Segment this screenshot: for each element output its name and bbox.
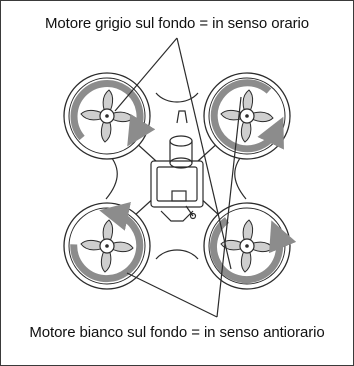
leader-lines	[114, 37, 242, 318]
rotation-arrow-counterclockwise	[210, 217, 297, 284]
rotation-arrow-counterclockwise	[70, 202, 144, 283]
caption-counterclockwise: Motore bianco sul fondo = in senso antio…	[29, 324, 325, 341]
caption-clockwise: Motore grigio sul fondo = in senso orari…	[45, 15, 309, 32]
drone-body	[100, 92, 254, 260]
rotation-arrow-clockwise	[210, 79, 284, 153]
rotor-front-right	[203, 72, 291, 160]
rotation-arrow-clockwise	[70, 79, 156, 147]
rotor-rear-left	[63, 202, 151, 290]
rotor-rear-right	[203, 202, 297, 290]
